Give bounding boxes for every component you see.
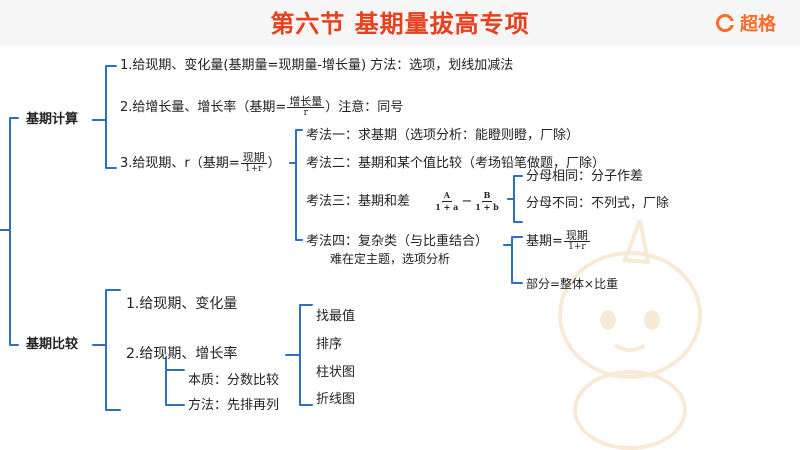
method-3-sub-1: 分母相同：分子作差 (526, 169, 644, 184)
fraction-denominator: 1+r (244, 164, 263, 174)
root-bracket (9, 117, 19, 346)
fraction-numerator: 现期 (563, 229, 590, 242)
calc-node: 基期计算 (26, 112, 79, 127)
m3-sub-bracket (513, 175, 523, 223)
m4-sub-bracket (511, 236, 523, 284)
fraction-numerator: 现期 (240, 151, 267, 164)
compare-nature: 本质：分数比较 (188, 373, 280, 388)
calc-branch-2-suffix: ）注意：同号 (325, 100, 404, 115)
fraction-denominator: 1 + a (435, 202, 459, 212)
compare-branch-2: 2.给现期、增长率 (126, 346, 238, 362)
method-bracket (295, 129, 303, 241)
calc-branch-1: 1.给现期、变化量(基期量=现期量-增长量) 方法：选项，划线加减法 (120, 58, 514, 73)
compare-bracket (105, 289, 121, 411)
chart-type-1: 找最值 (316, 309, 356, 324)
unicorn-mascot-watermark (558, 220, 702, 450)
method-4-note: 难在定主题，选项分析 (330, 252, 451, 266)
calc-branch-3-suffix: ） (267, 156, 281, 171)
page-title: 第六节 基期量拔高专项 (270, 9, 530, 38)
fraction-numerator: A (441, 190, 452, 202)
method-1: 考法一：求基期（选项分析：能瞪则瞪，厂除） (306, 128, 580, 143)
calc-branch-2-prefix: 2.给增长量、增长率（基期= (120, 100, 287, 115)
logo-text: 超格 (740, 14, 776, 35)
chart-types-bracket (299, 304, 313, 406)
calc-bracket (105, 65, 117, 169)
method-4-sub-2: 部分=整体×比重 (526, 277, 619, 291)
fraction-denominator: 1 + b (475, 202, 499, 212)
minus-sign: − (461, 194, 473, 209)
fraction-numerator: 增长量 (287, 95, 325, 108)
fraction-denominator: r (303, 108, 308, 118)
title-bar (0, 0, 800, 46)
nature-method-bracket (165, 369, 185, 406)
chart-type-3: 柱状图 (316, 365, 356, 380)
calc-branch-3-prefix: 3.给现期、r（基期= (120, 156, 240, 171)
method-4: 考法四：复杂类（与比重结合） (306, 234, 489, 249)
method-3-label: 考法三：基期和差 (306, 194, 411, 209)
compare-method: 方法：先排再列 (188, 398, 280, 413)
fraction-denominator: 1+r (568, 242, 586, 252)
fraction-numerator: B (481, 190, 493, 202)
logo-icon (716, 14, 734, 32)
method-3-sub-2: 分母不同：不列式，厂除 (526, 196, 670, 211)
compare-node: 基期比较 (26, 337, 79, 352)
chart-type-4: 折线图 (316, 392, 356, 407)
compare-branch-1: 1.给现期、变化量 (126, 296, 238, 312)
chart-type-2: 排序 (316, 337, 343, 352)
brand-logo: 超格 (716, 10, 776, 36)
method-4-sub-1-prefix: 基期= (526, 234, 563, 249)
method-2: 考法二：基期和某个值比较（考场铅笔做题，厂除） (306, 156, 606, 171)
